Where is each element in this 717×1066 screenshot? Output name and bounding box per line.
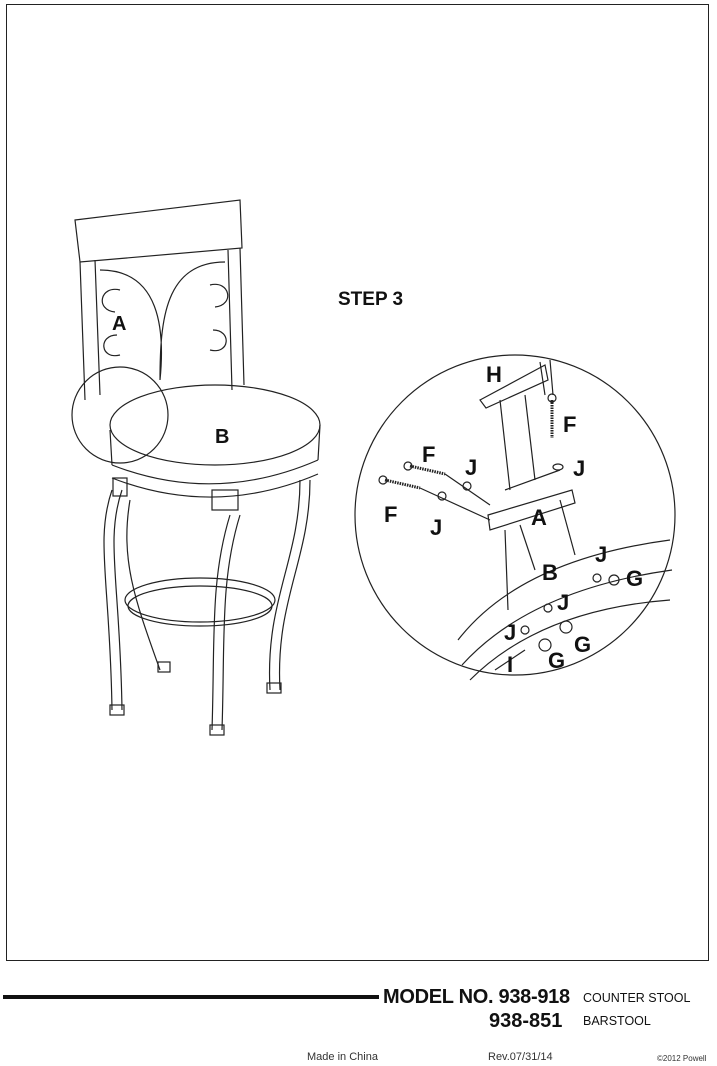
label-washer-5: J: [504, 620, 516, 645]
assembly-illustration: A B STEP 3 H F J F J F J A B J G J J: [71, 199, 676, 736]
label-seat-detail: B: [542, 560, 558, 585]
label-bolt-2: F: [384, 502, 397, 527]
page-border: [6, 4, 709, 961]
label-nut-2: G: [574, 632, 591, 657]
label-nut-3: G: [548, 648, 565, 673]
label-nut-1: G: [626, 566, 643, 591]
label-hex-key: H: [486, 362, 502, 387]
label-back: A: [112, 313, 126, 335]
footer-rule: [3, 995, 379, 999]
product-type-second: BARSTOOL: [583, 1014, 651, 1028]
copyright: ©2012 Powell: [657, 1054, 707, 1063]
product-type-first: COUNTER STOOL: [583, 991, 691, 1005]
made-in: Made in China: [307, 1051, 378, 1063]
detail-drawing: [354, 354, 676, 681]
label-seat: B: [215, 426, 229, 448]
model-number: MODEL NO. 938-918: [383, 986, 570, 1008]
revision: Rev.07/31/14: [488, 1051, 553, 1063]
label-bracket: A: [531, 505, 547, 530]
label-bolt-top: F: [563, 412, 576, 437]
label-washer-3: J: [595, 542, 607, 567]
label-washer-4: J: [557, 590, 569, 615]
label-wrench: I: [507, 652, 513, 677]
label-washer-top: J: [573, 456, 585, 481]
label-washer-1: J: [465, 455, 477, 480]
label-bolt-1: F: [422, 442, 435, 467]
stool-drawing: [71, 199, 321, 736]
magnifier-circle: [71, 366, 169, 464]
label-washer-2: J: [430, 515, 442, 540]
step-title: STEP 3: [338, 289, 403, 310]
model-number-second: 938-851: [489, 1010, 563, 1032]
